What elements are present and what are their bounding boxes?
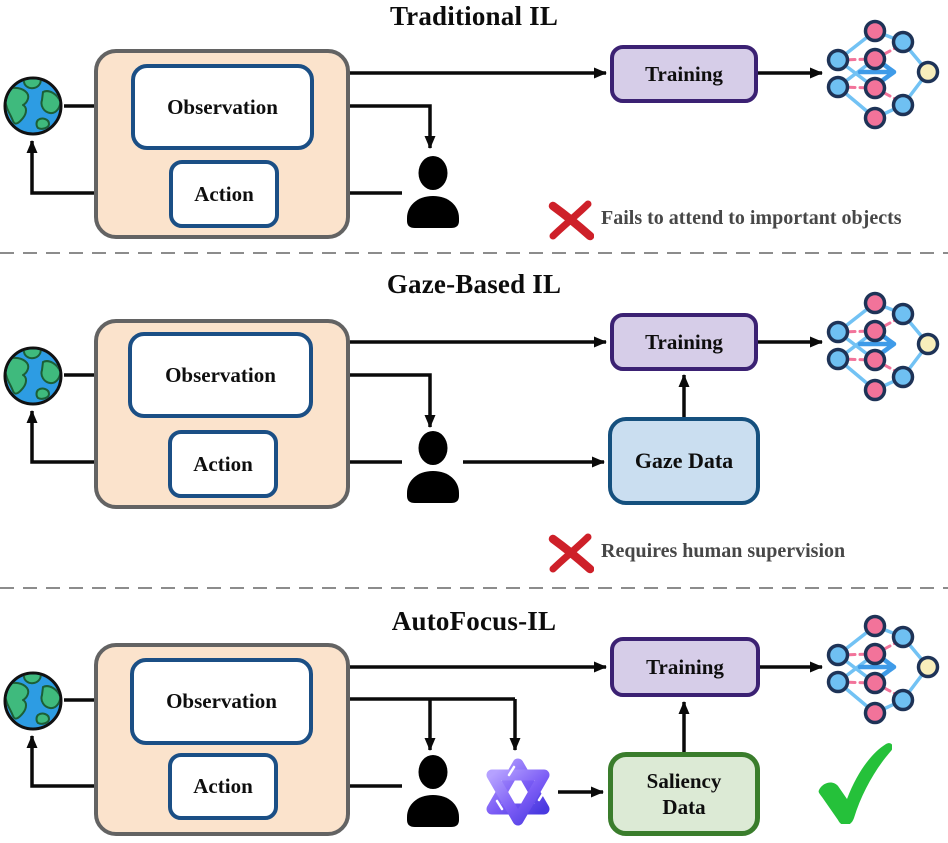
training-box-r3: Training <box>610 637 760 697</box>
neural-network-icon <box>826 608 944 736</box>
training-label: Training <box>645 329 723 354</box>
neural-network-icon <box>826 285 944 413</box>
observation-box-r1: Observation <box>131 64 314 150</box>
action-label: Action <box>193 451 253 476</box>
neural-network-icon <box>826 13 944 141</box>
action-label: Action <box>194 181 254 206</box>
human-demonstrator-icon <box>404 431 462 503</box>
earth-globe-icon <box>2 670 64 732</box>
observation-box-r3: Observation <box>130 658 313 745</box>
gaze-data-label: Gaze Data <box>634 448 734 473</box>
saliency-data-label-line1: Saliency <box>646 768 722 793</box>
training-box-r1: Training <box>610 45 758 103</box>
observation-box-r2: Observation <box>128 332 313 418</box>
observation-label: Observation <box>166 689 277 713</box>
green-check-icon <box>812 740 892 824</box>
action-box-r2: Action <box>168 430 278 498</box>
earth-globe-icon <box>2 75 64 137</box>
limitation-caption-r2: Requires human supervision <box>601 540 846 562</box>
section-title-traditional-il: Traditional IL <box>389 1 559 31</box>
earth-globe-icon <box>2 345 64 407</box>
observation-label: Observation <box>165 362 276 387</box>
action-box-r3: Action <box>168 753 278 820</box>
red-cross-icon <box>548 532 594 574</box>
section-title-autofocus-il: AutoFocus-IL <box>391 606 557 636</box>
human-demonstrator-icon <box>404 755 462 827</box>
gaze-data-box: Gaze Data <box>608 417 760 505</box>
training-box-r2: Training <box>610 313 758 371</box>
vlm-logo-icon <box>482 756 554 828</box>
saliency-data-label-line2: Data <box>662 795 706 819</box>
limitation-caption-r1: Fails to attend to important objects <box>601 207 902 229</box>
action-label: Action <box>193 774 253 798</box>
action-box-r1: Action <box>169 160 279 228</box>
training-label: Training <box>646 654 724 679</box>
red-cross-icon <box>548 199 594 241</box>
saliency-data-box: Saliency Data <box>608 752 760 836</box>
observation-label: Observation <box>167 94 278 119</box>
human-demonstrator-icon <box>404 156 462 228</box>
section-title-gaze-based-il: Gaze-Based IL <box>386 269 562 299</box>
training-label: Training <box>645 61 723 86</box>
